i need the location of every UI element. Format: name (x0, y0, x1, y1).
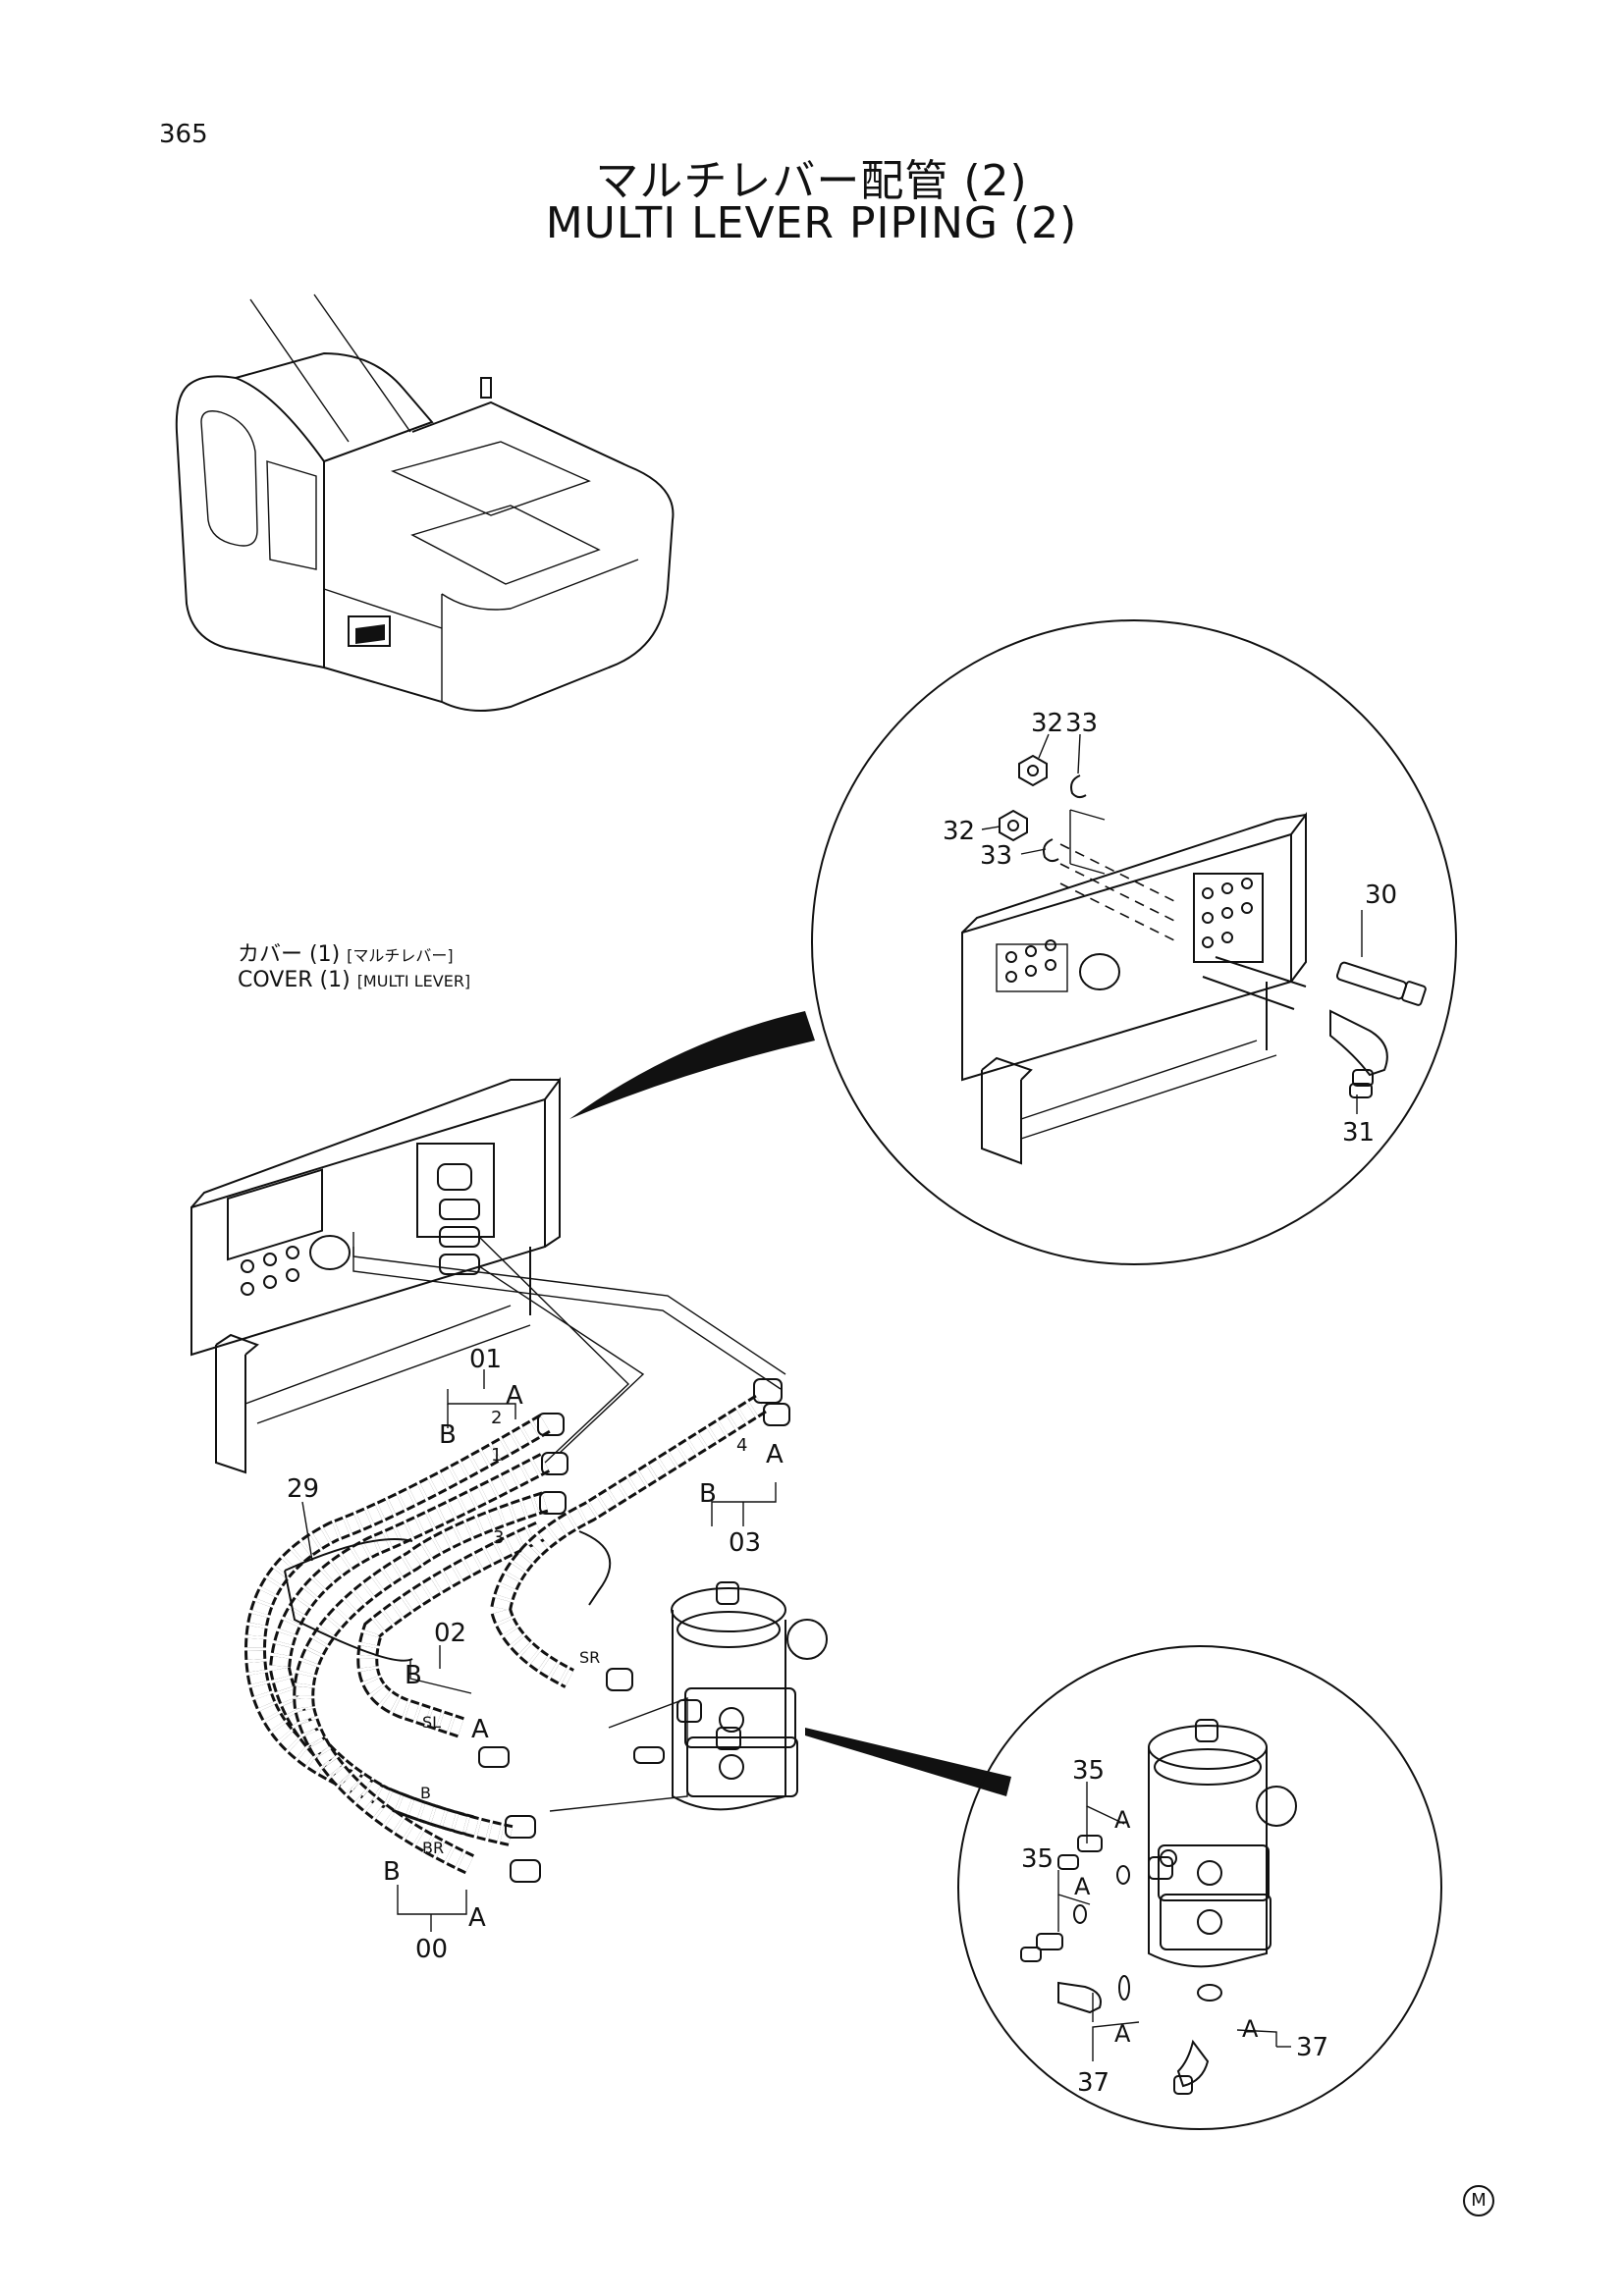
valve-bracket-plate (190, 1077, 561, 1474)
callout-00: 00 (415, 1935, 448, 1964)
port-label-a-detail-3: A (1114, 2020, 1131, 2048)
port-label-a-detail-1: A (1114, 1806, 1131, 1834)
excavator-overview-drawing (175, 294, 675, 712)
maker-mark-icon: M (1463, 2185, 1494, 2216)
callout-32-top: 32 (1031, 709, 1063, 738)
zoom-connector-lower (805, 1728, 1011, 1796)
port-label-b-00: B (383, 1857, 401, 1887)
cover-label-jp-main: カバー (1) (238, 942, 341, 967)
steel-pipe-routing (352, 1232, 786, 1812)
page-number: 365 (159, 120, 208, 149)
multi-control-valve (633, 1581, 828, 1811)
port-label-br: BR (422, 1839, 444, 1857)
page-title-japanese: マルチレバー配管 (2) (595, 156, 1028, 206)
zoom-connector-upper (569, 1011, 815, 1119)
callout-33-side: 33 (980, 841, 1012, 871)
port-label-b-03: B (699, 1479, 717, 1509)
cover-label-en-main: COVER (1) (238, 968, 351, 992)
callout-37-right: 37 (1296, 2033, 1328, 2062)
port-label-b-01: B (439, 1420, 457, 1450)
detail-circle-lower (957, 1645, 1442, 2130)
port-label-b-hose: B (420, 1784, 431, 1802)
callout-29: 29 (287, 1474, 319, 1504)
hose-number-1: 1 (491, 1445, 502, 1466)
callout-35-top: 35 (1072, 1756, 1105, 1786)
port-label-b-02: B (405, 1661, 422, 1690)
callout-35-side: 35 (1021, 1844, 1054, 1874)
callout-37-left: 37 (1077, 2068, 1109, 2098)
fitting-cluster-bracket (437, 1163, 480, 1275)
callout-30: 30 (1365, 881, 1397, 910)
detail-circle-upper (811, 619, 1457, 1265)
callout-leader-lines (301, 733, 1363, 2061)
port-label-sl: SL (422, 1713, 441, 1732)
hose-number-4: 4 (736, 1435, 747, 1456)
hose-assemblies (243, 1378, 790, 1883)
callout-31: 31 (1342, 1118, 1375, 1148)
port-label-a-01: A (506, 1381, 523, 1411)
port-label-a-03: A (766, 1440, 784, 1469)
callout-03: 03 (729, 1528, 761, 1558)
port-label-sr: SR (579, 1648, 600, 1667)
hose-number-2: 2 (491, 1408, 502, 1428)
callout-01: 01 (469, 1345, 502, 1374)
port-label-a-02: A (471, 1715, 489, 1744)
callout-33-top: 33 (1065, 709, 1098, 738)
cover-label-en-sub: [MULTI LEVER] (356, 972, 471, 990)
port-label-a-00: A (468, 1903, 486, 1933)
hose-number-3: 3 (493, 1527, 504, 1548)
callout-02: 02 (434, 1619, 466, 1648)
page-title-english: MULTI LEVER PIPING (2) (545, 198, 1078, 248)
cover-label-japanese: カバー (1) [マルチレバー] (238, 936, 454, 968)
callout-32-side: 32 (943, 817, 975, 846)
cover-label-english: COVER (1) [MULTI LEVER] (238, 968, 470, 992)
port-label-a-detail-2: A (1074, 1873, 1091, 1900)
cover-label-jp-sub: [マルチレバー] (347, 946, 454, 965)
port-label-a-detail-4: A (1242, 2015, 1259, 2043)
